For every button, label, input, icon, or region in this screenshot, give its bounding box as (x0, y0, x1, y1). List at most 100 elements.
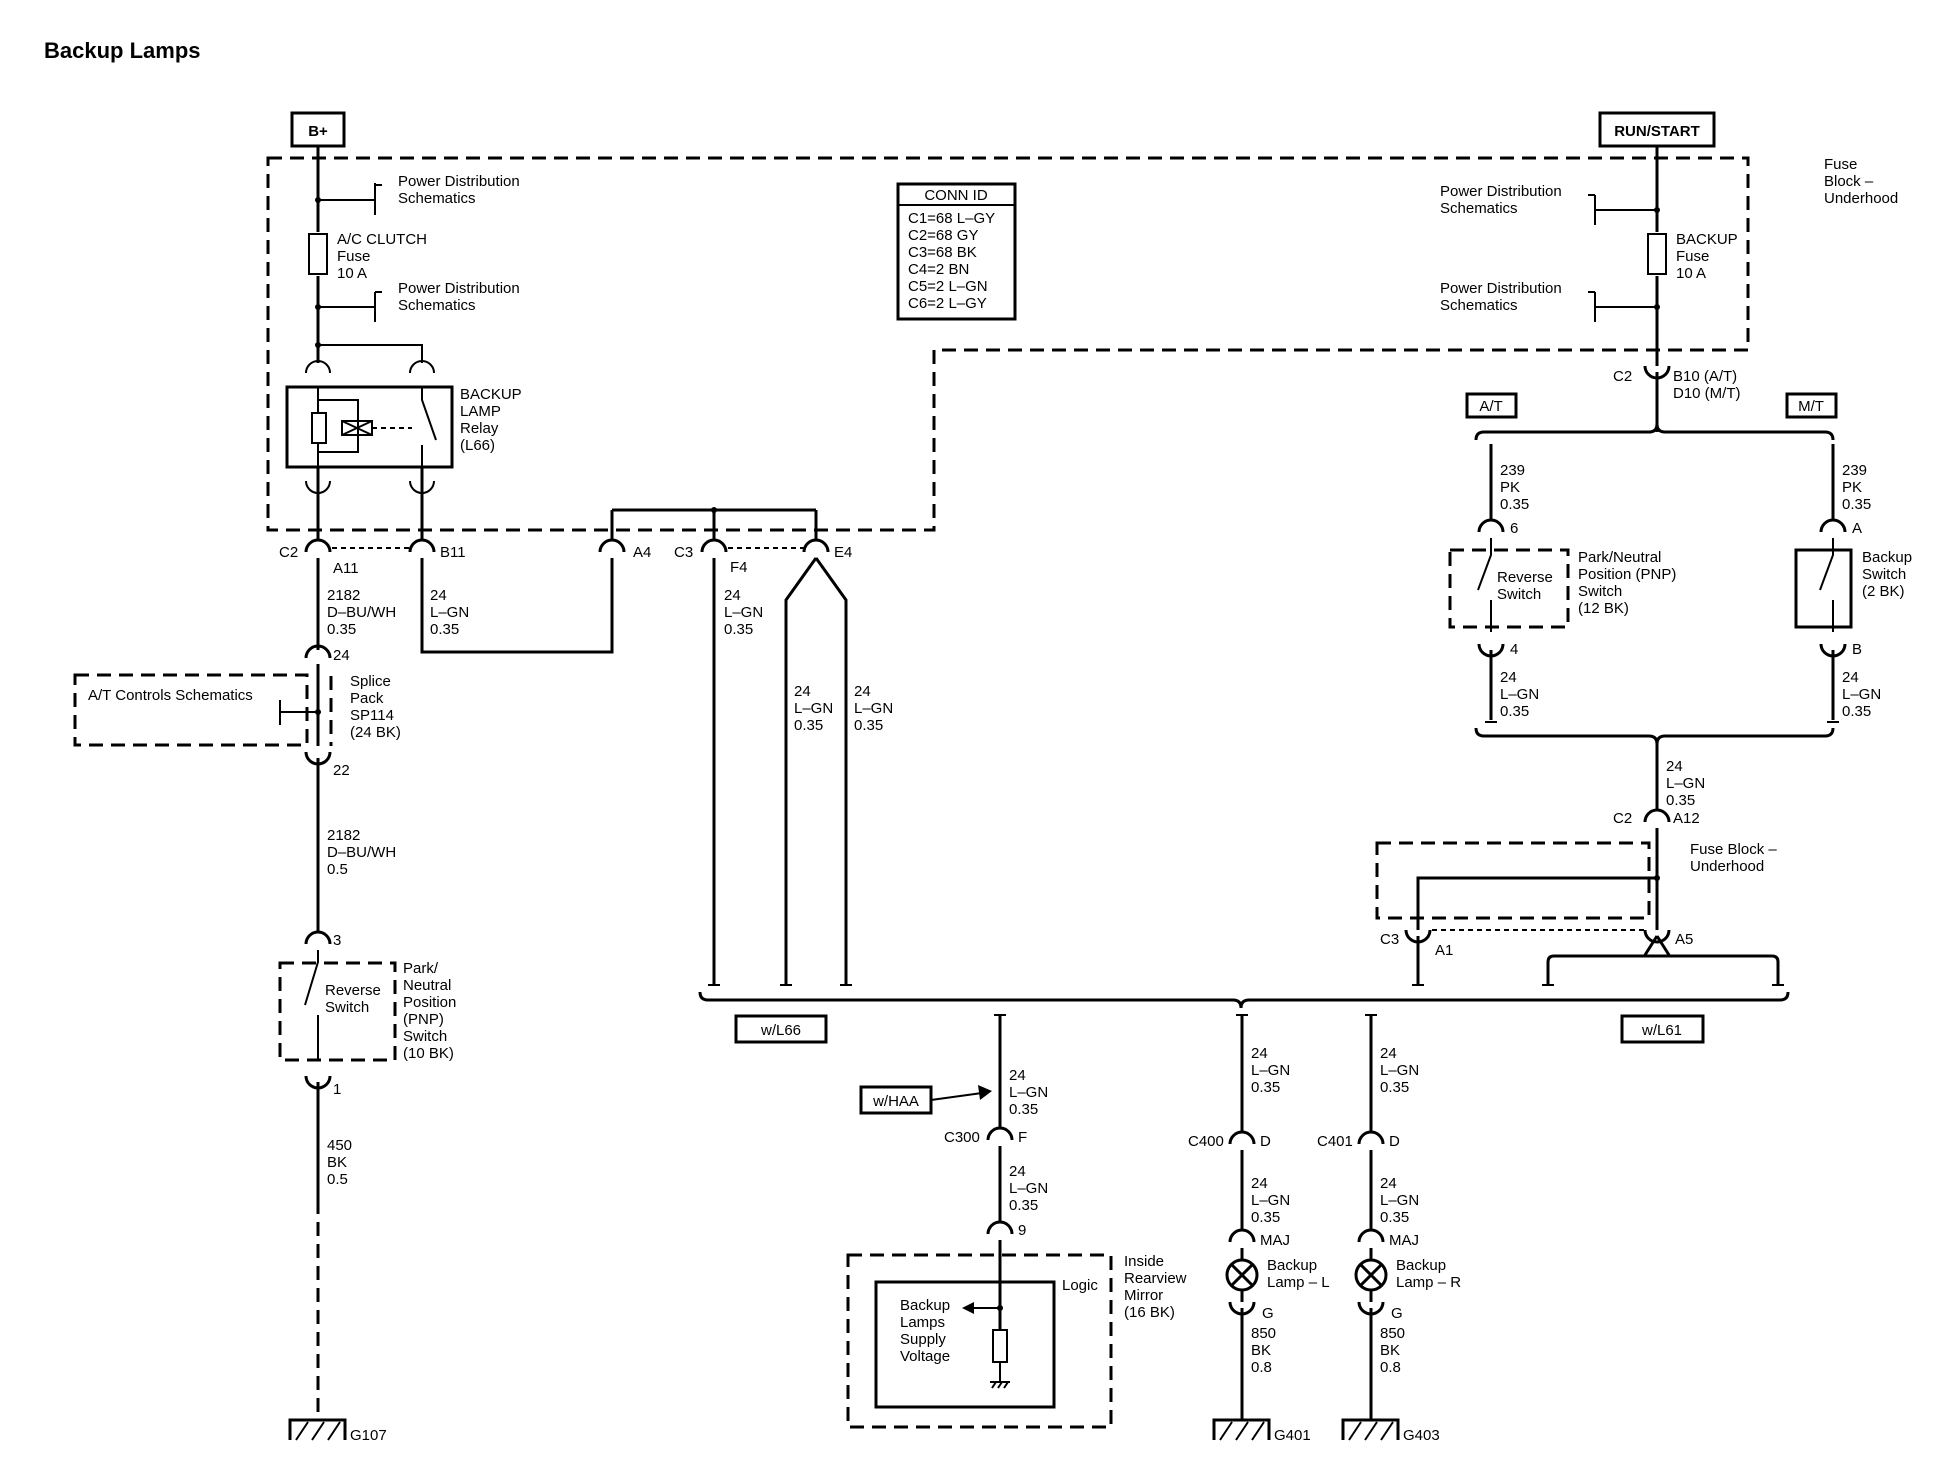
option-wl66: w/L66 (760, 1022, 801, 1039)
wire-label-lamp-l-b: 24 L–GN 0.35 (1251, 1175, 1290, 1226)
svg-text:Underhood: Underhood (1690, 858, 1764, 875)
pin-d-c400: D (1260, 1133, 1271, 1150)
svg-text:24: 24 (430, 587, 447, 604)
svg-text:0.35: 0.35 (1380, 1209, 1409, 1226)
svg-text:Neutral: Neutral (403, 977, 451, 994)
svg-text:C2=68 GY: C2=68 GY (908, 227, 978, 244)
svg-text:0.5: 0.5 (327, 1171, 348, 1188)
svg-text:L–GN: L–GN (1251, 1062, 1290, 1079)
svg-text:0.35: 0.35 (1380, 1079, 1409, 1096)
svg-text:C6=2 L–GY: C6=2 L–GY (908, 295, 987, 312)
svg-text:(L66): (L66) (460, 437, 495, 454)
svg-text:239: 239 (1500, 462, 1525, 479)
svg-text:(16 BK): (16 BK) (1124, 1304, 1175, 1321)
svg-text:850: 850 (1251, 1325, 1276, 1342)
svg-text:0.35: 0.35 (1666, 792, 1695, 809)
svg-text:Switch: Switch (1497, 586, 1541, 603)
pnp-right-label: Park/Neutral Position (PNP) Switch (12 B… (1578, 549, 1676, 617)
conn-id-table: CONN ID C1=68 L–GY C2=68 GY C3=68 BK C4=… (896, 182, 1017, 321)
pin-9: 9 (1018, 1222, 1026, 1239)
pin-b10: B10 (A/T) (1673, 368, 1737, 385)
reverse-switch-left-label: Reverse Switch (325, 982, 381, 1016)
svg-text:Position: Position (403, 994, 456, 1011)
pin-a12: A12 (1673, 810, 1700, 827)
svg-text:10 A: 10 A (1676, 265, 1706, 282)
svg-text:PK: PK (1500, 479, 1520, 496)
svg-text:RUN/START: RUN/START (1614, 123, 1700, 140)
mirror-label: Inside Rearview Mirror (16 BK) (1124, 1253, 1187, 1321)
svg-text:Backup: Backup (1396, 1257, 1446, 1274)
svg-text:Block –: Block – (1824, 173, 1874, 190)
ground-g401-icon (1212, 1418, 1271, 1441)
wire-label-24-merge: 24 L–GN 0.35 (1666, 758, 1705, 809)
conn-c300: C300 (944, 1129, 980, 1146)
svg-text:24: 24 (1251, 1175, 1268, 1192)
svg-text:Power Distribution: Power Distribution (398, 280, 520, 297)
pds-label-2: Power Distribution Schematics (398, 280, 520, 314)
pin-g-r: G (1391, 1305, 1403, 1322)
svg-text:BACKUP: BACKUP (1676, 231, 1738, 248)
svg-text:(10 BK): (10 BK) (403, 1045, 454, 1062)
supply-voltage-label: Backup Lamps Supply Voltage (900, 1297, 950, 1365)
svg-text:BK: BK (1380, 1342, 1400, 1359)
svg-text:D–BU/WH: D–BU/WH (327, 604, 396, 621)
svg-text:L–GN: L–GN (854, 700, 893, 717)
svg-text:Switch: Switch (1862, 566, 1906, 583)
svg-text:0.35: 0.35 (1500, 703, 1529, 720)
conn-c2-left: C2 (279, 544, 298, 561)
backup-switch-label: Backup Switch (2 BK) (1862, 549, 1912, 600)
runstart-source: RUN/START (1598, 111, 1716, 148)
ground-g107-icon (288, 1418, 347, 1441)
backup-fuse (1647, 233, 1667, 275)
ground-g403-icon (1341, 1418, 1400, 1441)
wire-label-lamp-r-a: 24 L–GN 0.35 (1380, 1045, 1419, 1096)
svg-text:Fuse: Fuse (337, 248, 370, 265)
svg-text:Lamp – L: Lamp – L (1267, 1274, 1330, 1291)
svg-text:Schematics: Schematics (398, 297, 476, 314)
fuse-block-label: Fuse Block – Underhood (1824, 156, 1898, 207)
wire-label-450: 450 BK 0.5 (327, 1137, 352, 1188)
svg-text:Schematics: Schematics (1440, 297, 1518, 314)
svg-text:C5=2 L–GN: C5=2 L–GN (908, 278, 988, 295)
svg-text:BACKUP: BACKUP (460, 386, 522, 403)
svg-text:0.35: 0.35 (1842, 703, 1871, 720)
wire-label-850-r: 850 BK 0.8 (1380, 1325, 1405, 1376)
svg-text:24: 24 (1380, 1045, 1397, 1062)
svg-text:0.35: 0.35 (1251, 1209, 1280, 1226)
svg-text:Mirror: Mirror (1124, 1287, 1163, 1304)
pin-a11: A11 (333, 560, 359, 577)
svg-text:450: 450 (327, 1137, 352, 1154)
ac-clutch-fuse (308, 233, 328, 275)
wire-label-24-mt: 24 L–GN 0.35 (1842, 669, 1881, 720)
wire-label-239-at: 239 PK 0.35 (1500, 462, 1529, 513)
conn-c3-left: C3 (674, 544, 693, 561)
wire-label-e4a: 24 L–GN 0.35 (794, 683, 833, 734)
pin-22: 22 (333, 762, 350, 779)
ground-g403-label: G403 (1403, 1427, 1440, 1444)
pin-a1: A1 (1435, 942, 1453, 959)
svg-text:L–GN: L–GN (1380, 1062, 1419, 1079)
inside-rearview-mirror (846, 1253, 1113, 1429)
pin-a5: A5 (1675, 931, 1693, 948)
ac-clutch-fuse-label: A/C CLUTCH Fuse 10 A (337, 231, 427, 282)
svg-text:(24 BK): (24 BK) (350, 724, 401, 741)
svg-text:BK: BK (327, 1154, 347, 1171)
svg-text:L–GN: L–GN (1666, 775, 1705, 792)
wire-label-mirror-a: 24 L–GN 0.35 (1009, 1067, 1048, 1118)
svg-text:C4=2 BN: C4=2 BN (908, 261, 969, 278)
diagram-title: Backup Lamps (44, 38, 201, 63)
svg-text:D–BU/WH: D–BU/WH (327, 844, 396, 861)
svg-text:(12 BK): (12 BK) (1578, 600, 1629, 617)
svg-text:10 A: 10 A (337, 265, 367, 282)
svg-text:L–GN: L–GN (430, 604, 469, 621)
svg-text:Reverse: Reverse (1497, 569, 1553, 586)
svg-text:Backup: Backup (900, 1297, 950, 1314)
pin-e4: E4 (834, 544, 852, 561)
svg-text:L–GN: L–GN (1842, 686, 1881, 703)
svg-text:Backup: Backup (1862, 549, 1912, 566)
svg-text:A/C CLUTCH: A/C CLUTCH (337, 231, 427, 248)
conn-c401: C401 (1317, 1133, 1353, 1150)
svg-text:C1=68 L–GY: C1=68 L–GY (908, 210, 995, 227)
svg-text:24: 24 (794, 683, 811, 700)
